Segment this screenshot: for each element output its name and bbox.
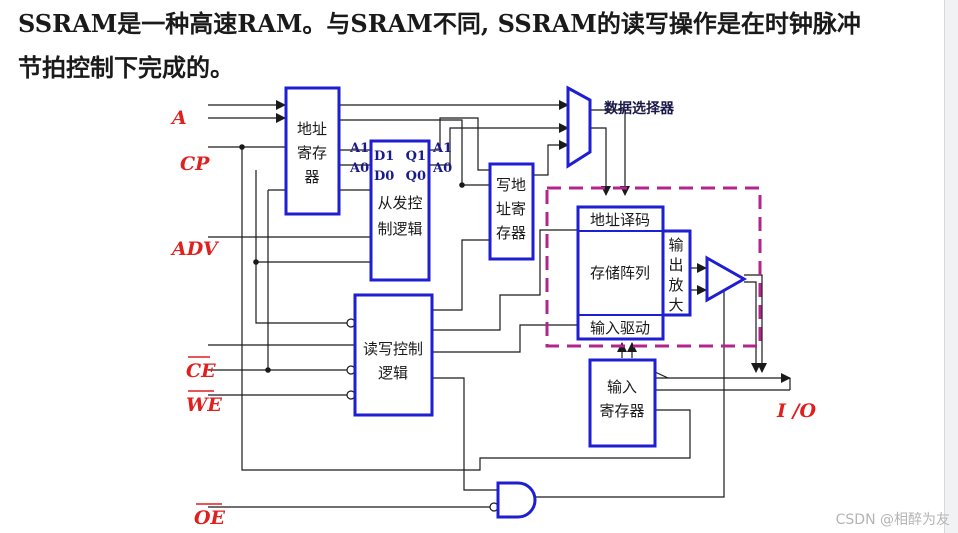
address-decode-label: 地址译码	[590, 211, 650, 229]
write-address-register-label-2: 址寄	[496, 200, 526, 218]
pin-q0: Q0	[406, 169, 426, 184]
signal-we: WE	[186, 394, 222, 416]
input-register-block: 输入 寄存器	[588, 358, 657, 448]
signal-oe: OE	[194, 507, 226, 529]
pin-a1-in: A1	[349, 141, 369, 156]
slide-heading: SSRAM是一种高速RAM。与SRAM不同, SSRAM的读写操作是在时钟脉冲 …	[18, 2, 938, 90]
inverter-bubbles	[346, 318, 499, 512]
read-write-logic-label-1: 读写控制	[363, 340, 423, 358]
pin-a0-out: A0	[432, 161, 452, 176]
storage-array-label: 存储阵列	[590, 264, 650, 282]
input-register-label-1: 输入	[607, 378, 637, 396]
slide-right-edge	[944, 0, 958, 533]
burst-logic-label-1: 从发控	[377, 194, 422, 212]
output-amp-label-2: 出	[668, 256, 683, 274]
memory-core-block: 地址译码 存储阵列 输入驱动 输 出 放 大	[576, 205, 692, 341]
signal-io: I /O	[776, 400, 816, 422]
address-register-label-3: 器	[304, 168, 319, 186]
address-register-block: 地址 寄存 器	[284, 86, 341, 216]
pin-d1: D1	[374, 149, 394, 164]
pin-a1-out: A1	[432, 141, 452, 156]
data-selector-mux: 数据选择器	[566, 85, 675, 169]
data-selector-label: 数据选择器	[604, 100, 675, 117]
pin-a0-in: A0	[349, 161, 369, 176]
heading-line-2: 节拍控制下完成的。	[18, 53, 234, 82]
signal-adv: ADV	[170, 238, 220, 260]
burst-logic-label-2: 制逻辑	[377, 220, 422, 238]
address-register-label-2: 寄存	[297, 144, 327, 162]
read-write-logic-label-2: 逻辑	[378, 364, 408, 382]
write-address-register-label-3: 存器	[496, 224, 526, 242]
memory-core-frame	[545, 186, 762, 348]
output-amp-label-1: 输	[668, 236, 683, 254]
burst-logic-block: D1 D0 Q1 Q0 从发控 制逻辑	[369, 139, 431, 282]
signal-ce: CE	[186, 360, 216, 382]
output-amp-label-3: 放	[668, 276, 683, 294]
and-gate	[496, 481, 537, 519]
pin-q1: Q1	[406, 149, 426, 164]
signal-cp: CP	[180, 153, 210, 175]
output-buffer-triangle	[705, 255, 748, 303]
write-address-register-label-1: 写地	[496, 176, 526, 194]
junction-dots	[239, 144, 465, 373]
signal-a: A	[170, 107, 187, 129]
output-amp-label-4: 大	[668, 296, 683, 314]
pin-d0: D0	[374, 169, 394, 184]
input-register-label-2: 寄存器	[599, 402, 644, 420]
heading-line-1: SSRAM是一种高速RAM。与SRAM不同, SSRAM的读写操作是在时钟脉冲	[18, 9, 861, 38]
read-write-logic-block: 读写控制 逻辑	[353, 293, 434, 417]
input-drive-label: 输入驱动	[590, 319, 650, 337]
write-address-register-block: 写地 址寄 存器	[488, 162, 535, 261]
address-register-label-1: 地址	[297, 120, 327, 138]
watermark: CSDN @相醉为友	[835, 512, 950, 528]
wires	[208, 100, 791, 508]
signal-labels: A CP ADV CE WE OE I /O	[170, 107, 816, 529]
